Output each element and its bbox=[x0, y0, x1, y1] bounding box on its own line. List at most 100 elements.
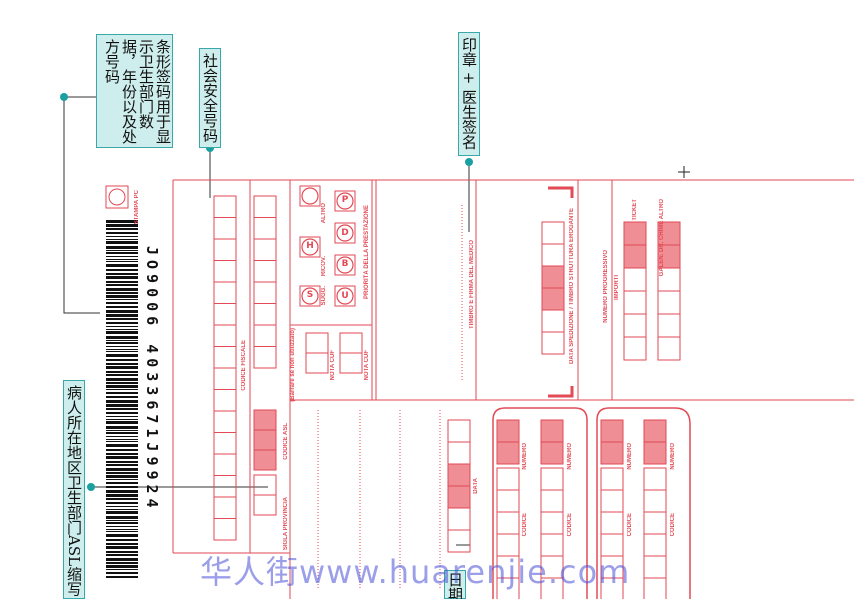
barcode-bar bbox=[106, 306, 138, 308]
barcode-bar bbox=[106, 310, 138, 313]
codice-1-cell bbox=[496, 577, 520, 599]
barcode-bar bbox=[106, 444, 138, 447]
priority-b: B bbox=[341, 259, 349, 269]
barcode-bar bbox=[106, 295, 138, 298]
codice-label-2: CODICE bbox=[567, 513, 573, 537]
barcode-bar bbox=[106, 318, 138, 320]
priority-circle bbox=[336, 224, 354, 242]
codice-4-cell bbox=[643, 577, 667, 599]
barcode-bar bbox=[106, 441, 138, 442]
barcode-bar bbox=[106, 246, 138, 249]
barcode-bar bbox=[106, 236, 138, 237]
barcode-bar bbox=[106, 392, 138, 394]
codice-fiscale-cell bbox=[213, 238, 237, 261]
codice-4-cell bbox=[643, 533, 667, 557]
barcode-bar bbox=[106, 331, 138, 334]
priority-h: H bbox=[306, 241, 314, 251]
codice-fiscale-extra-cell bbox=[253, 346, 277, 369]
barcode-bar bbox=[106, 529, 138, 530]
barcode-bar bbox=[106, 554, 138, 556]
sigla-provincia-cell bbox=[253, 494, 277, 516]
barcode-bar bbox=[106, 416, 138, 417]
numero-3-cell bbox=[600, 441, 624, 465]
priority-s: S bbox=[306, 290, 314, 300]
barcode-bar bbox=[106, 299, 138, 300]
codice-asl-cell bbox=[253, 409, 277, 431]
barcode-bar bbox=[106, 342, 138, 344]
codice-asl-cell bbox=[253, 429, 277, 451]
barcode-bar bbox=[106, 526, 138, 527]
data-spedizione-cell bbox=[541, 221, 565, 245]
ticket-cell bbox=[623, 244, 647, 269]
rounded-frames bbox=[492, 407, 691, 599]
barcode-bar bbox=[106, 259, 138, 260]
barcode-bar bbox=[106, 534, 138, 537]
ssn-annotation-box: 社会安全号码 bbox=[199, 48, 221, 148]
priority-u: U bbox=[341, 291, 349, 301]
numero-progressivo-label: NUMERO PROGRESSIVO bbox=[603, 250, 609, 323]
codice-fiscale-cell bbox=[213, 518, 237, 541]
ssn-annotation-text: 社会安全号码 bbox=[201, 53, 219, 143]
priority-circle bbox=[336, 287, 354, 305]
codice-3-cell bbox=[600, 577, 624, 599]
codice-3-cell bbox=[600, 467, 624, 491]
barcode-bar bbox=[106, 378, 138, 381]
codice-fiscale-cell bbox=[213, 303, 237, 326]
barcode-bar bbox=[106, 371, 138, 373]
priority-circle bbox=[336, 192, 354, 210]
barcode-bar bbox=[106, 256, 138, 257]
barcode-bar bbox=[106, 385, 138, 388]
barcode-bar bbox=[106, 475, 138, 478]
galeni-label: GALEN. DR. CHIME ALTRO bbox=[659, 199, 665, 277]
priority-box bbox=[334, 222, 356, 244]
codice-asl-label: CODICE ASL bbox=[283, 423, 289, 460]
barcode-bar bbox=[106, 374, 138, 376]
barcode-bar bbox=[106, 472, 138, 474]
barcode-bar bbox=[106, 520, 138, 521]
numero-1-cell bbox=[496, 419, 520, 443]
barcode-bar bbox=[106, 252, 138, 254]
barcode-bar bbox=[106, 449, 138, 451]
numero-2-cell bbox=[540, 441, 564, 465]
codice-fiscale-extra-cell bbox=[253, 260, 277, 283]
barcode-bar bbox=[106, 498, 138, 500]
data-cell bbox=[447, 441, 471, 465]
barcode-bar bbox=[106, 551, 138, 553]
barcode-bar bbox=[106, 340, 138, 341]
priority-box bbox=[299, 185, 321, 207]
numero-2-cell bbox=[540, 419, 564, 443]
priority-box bbox=[334, 190, 356, 212]
barcode-bar bbox=[106, 543, 138, 545]
barcode-number: JO9006 4033671J9924 bbox=[143, 246, 161, 513]
codice-fiscale-extra-cell bbox=[253, 195, 277, 218]
barcode-bar bbox=[106, 241, 138, 244]
ticket-cell bbox=[623, 267, 647, 292]
barcode-bar bbox=[106, 354, 138, 357]
barcode-bar bbox=[106, 494, 138, 497]
ticket-cell bbox=[623, 290, 647, 315]
barcode-bar bbox=[106, 326, 138, 327]
barcode-bar bbox=[106, 261, 138, 262]
barcode-bar bbox=[106, 292, 138, 294]
data-cell bbox=[447, 507, 471, 531]
barcode-bar bbox=[106, 468, 138, 471]
altro-label: ALTRO bbox=[321, 203, 327, 224]
barcode-bar bbox=[106, 562, 138, 564]
ticket-cell bbox=[623, 221, 647, 246]
barcode-bar bbox=[106, 284, 138, 286]
barcode-bar bbox=[106, 346, 138, 347]
stamp-pc-mark bbox=[105, 185, 129, 209]
codice-1-cell bbox=[496, 467, 520, 491]
codice-fiscale-cell bbox=[213, 367, 237, 390]
codice-4-cell bbox=[643, 467, 667, 491]
galeni-cell bbox=[657, 290, 681, 315]
sugg-label: SUGG. bbox=[321, 286, 327, 306]
barcode-bar bbox=[106, 558, 138, 561]
barcode-bar bbox=[106, 421, 138, 424]
barcode-bar bbox=[106, 509, 138, 510]
codice-4-cell bbox=[643, 489, 667, 513]
barcode-bar bbox=[106, 220, 138, 223]
numero-4-cell bbox=[643, 419, 667, 443]
barcode-bar bbox=[106, 486, 138, 488]
codice-fiscale-extra-cell bbox=[253, 303, 277, 326]
